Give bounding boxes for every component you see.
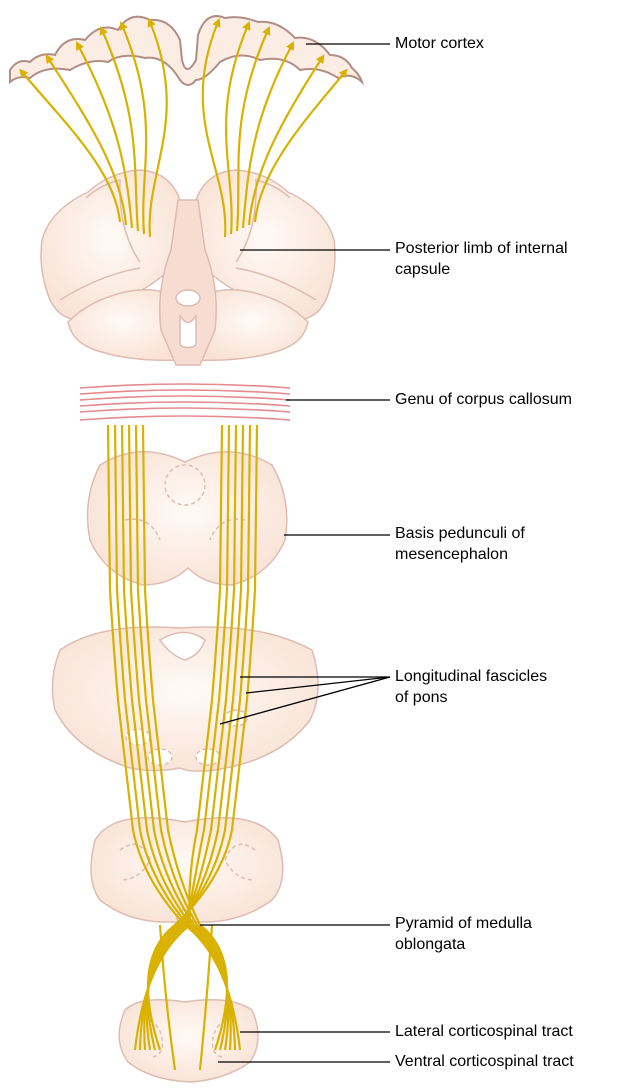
motor-cortex-outline [10, 16, 362, 85]
pons-section [52, 627, 318, 771]
label-basis-pedunculi-line1: Basis pedunculi of [395, 524, 525, 544]
label-basis-pedunculi-line2: mesencephalon [395, 545, 508, 565]
label-internal-capsule-line1: Posterior limb of internal [395, 239, 568, 259]
label-ventral-corticospinal-tract: Ventral corticospinal tract [395, 1052, 574, 1072]
label-motor-cortex: Motor cortex [395, 34, 484, 54]
label-pyramid-line2: oblongata [395, 935, 465, 955]
brain-coronal-section [41, 170, 335, 365]
label-longitudinal-fascicles-line2: of pons [395, 688, 447, 708]
corpus-callosum-fibers [80, 384, 290, 420]
medulla-section [91, 818, 283, 926]
label-pyramid-line1: Pyramid of medulla [395, 914, 532, 934]
label-internal-capsule-line2: capsule [395, 260, 450, 280]
label-longitudinal-fascicles-line1: Longitudinal fascicles [395, 667, 547, 687]
label-corpus-callosum: Genu of corpus callosum [395, 390, 572, 410]
label-lateral-corticospinal-tract: Lateral corticospinal tract [395, 1022, 573, 1042]
